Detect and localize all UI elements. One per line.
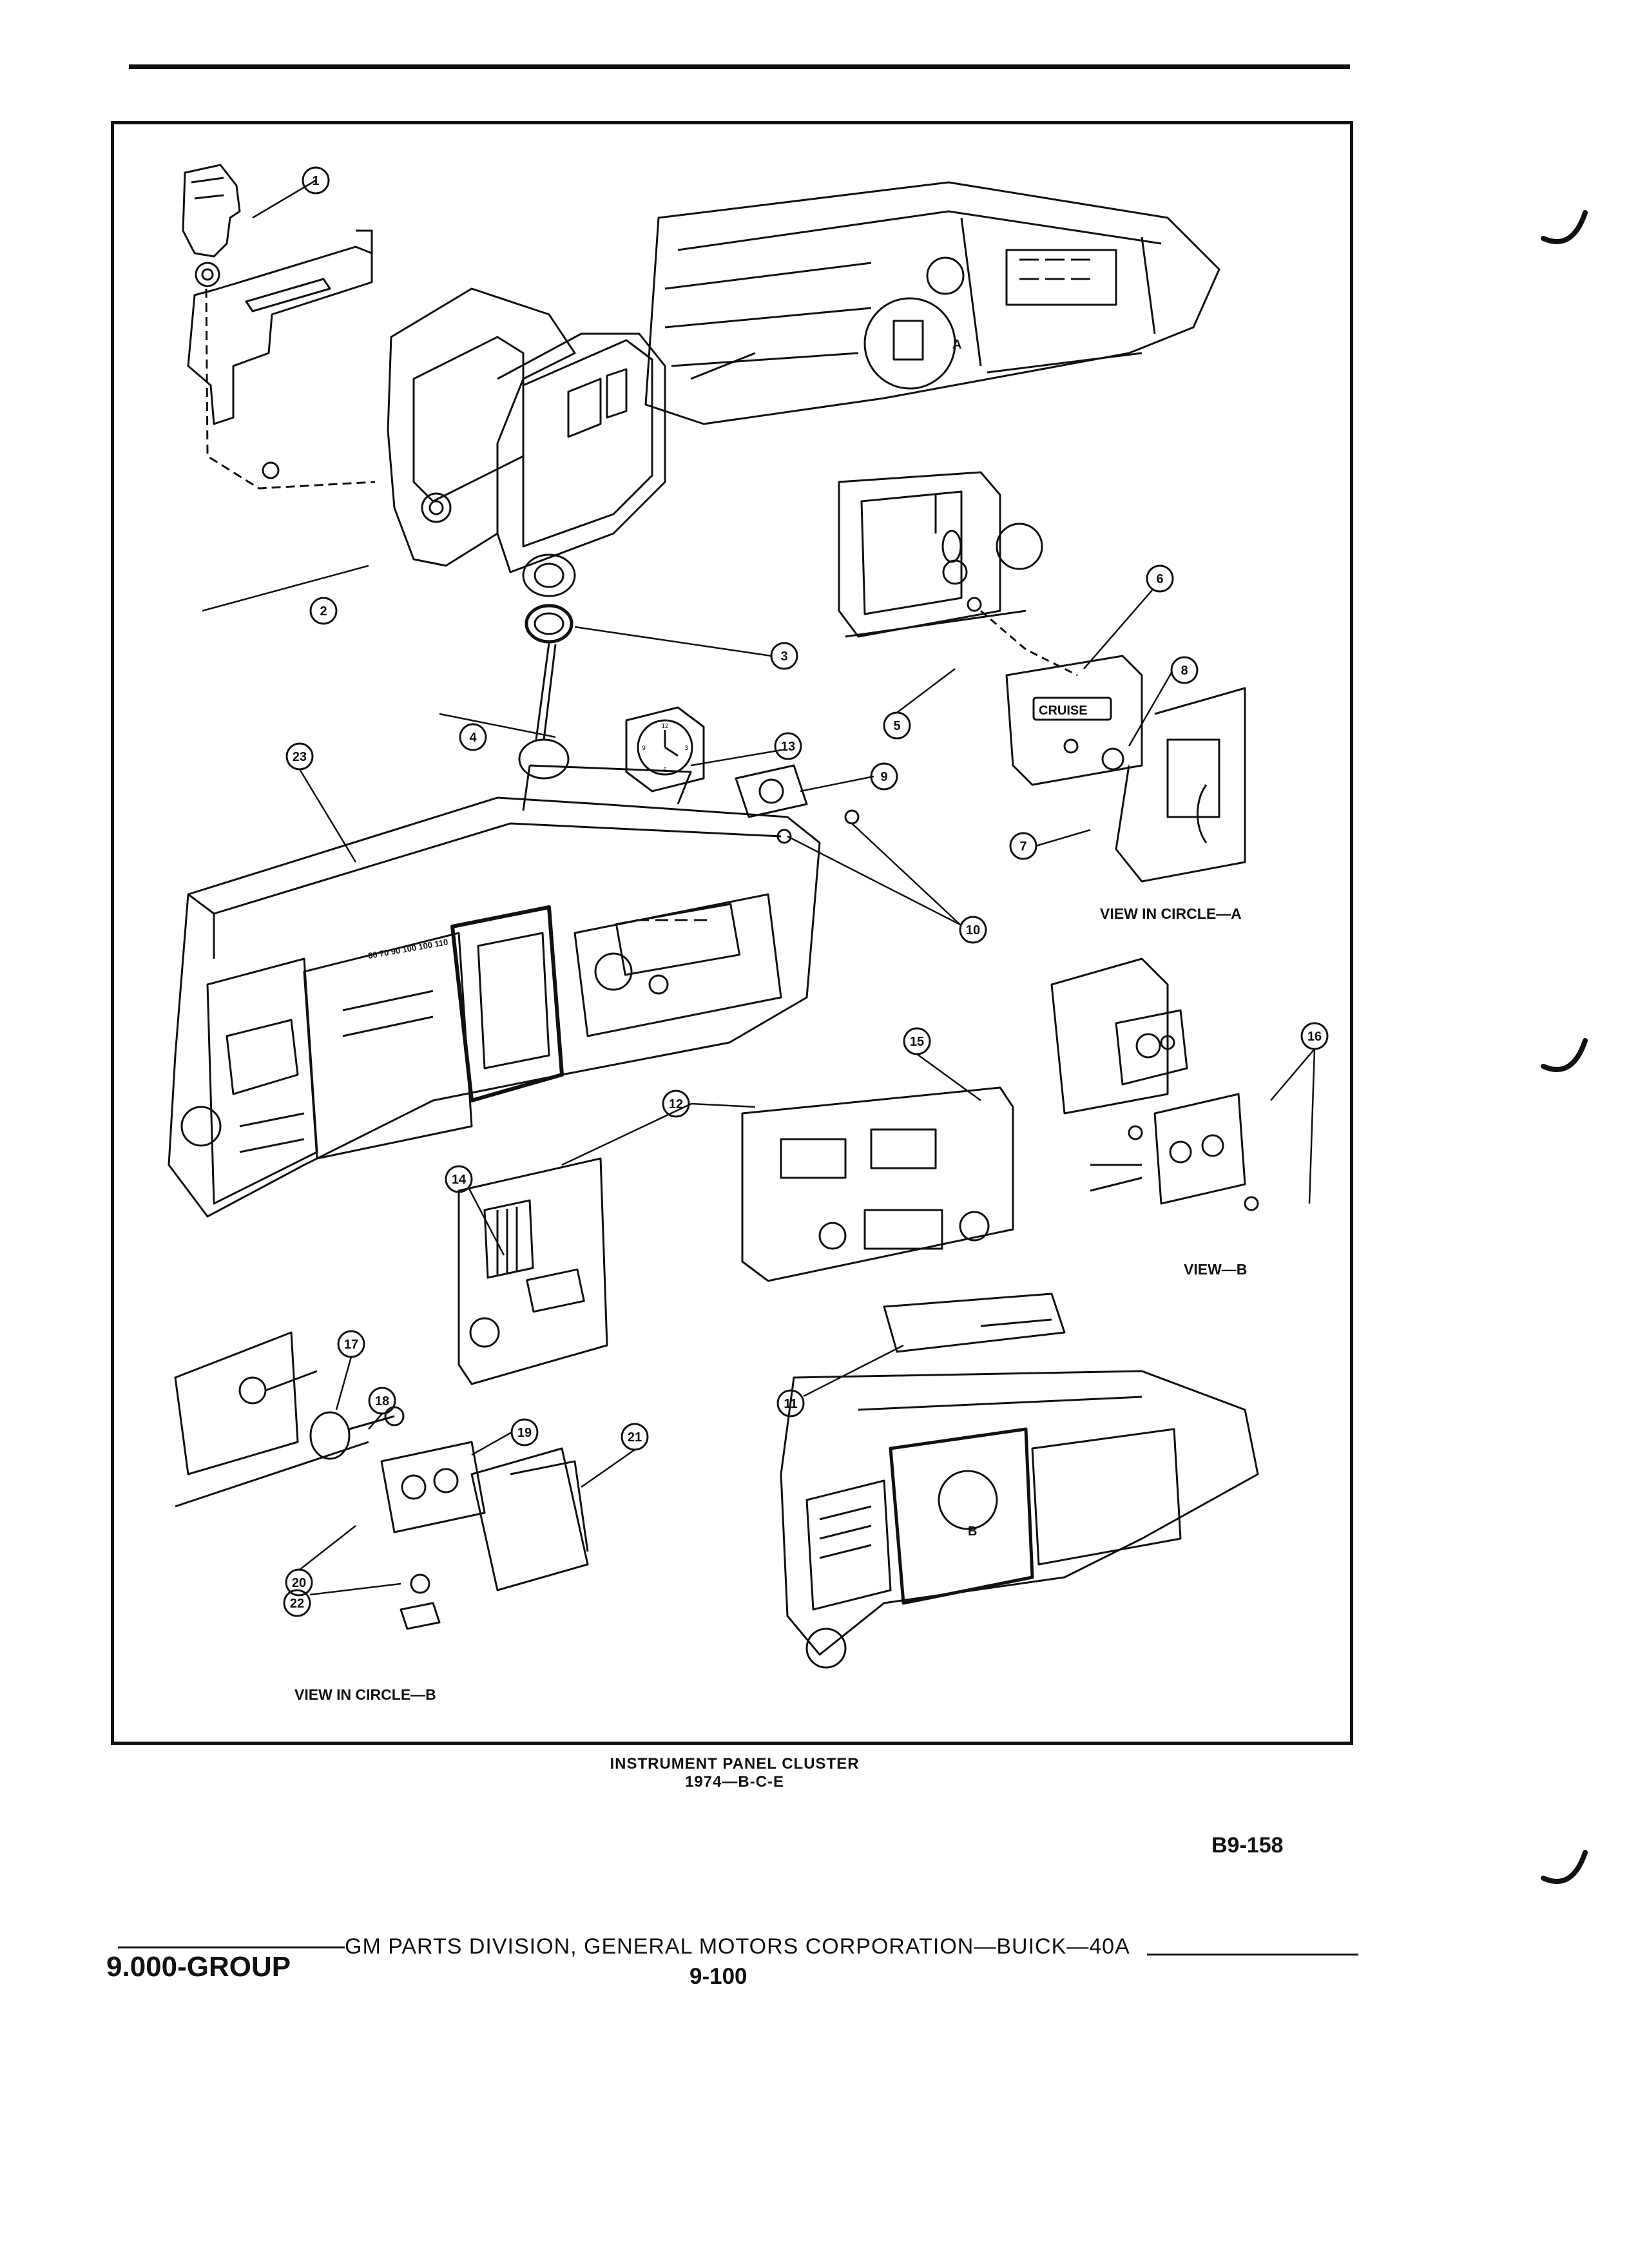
view-circle-a-label: VIEW IN CIRCLE—A [1100, 905, 1242, 922]
view-b-drawing [1050, 957, 1259, 1211]
cruise-switch-drawing [838, 471, 1246, 883]
clock-numeral-3: 3 [684, 745, 688, 752]
callout-23: 23 [293, 750, 307, 764]
binder-hook-middle [1541, 1038, 1588, 1072]
clock-numeral-9: 9 [642, 745, 646, 752]
binder-hook-top [1541, 210, 1588, 244]
callout-2: 2 [320, 604, 327, 619]
footer-rule-right [1147, 1954, 1358, 1956]
callout-3: 3 [780, 649, 787, 664]
exploded-view-diagram: 1 2 3 4 5 6 7 8 9 10 11 12 13 14 15 16 1… [168, 164, 1329, 1703]
callout-4: 4 [469, 731, 477, 745]
view-circle-b-label: VIEW IN CIRCLE—B [294, 1686, 436, 1703]
clock-face-numerals: 12 3 6 9 [642, 723, 688, 774]
view-b-label: VIEW—B [1184, 1261, 1247, 1278]
clock-numeral-6: 6 [663, 767, 667, 774]
callout-10: 10 [966, 923, 980, 937]
cruise-label: CRUISE [1039, 704, 1088, 718]
callout-1: 1 [312, 174, 319, 188]
figure-code: B9-158 [1211, 1833, 1284, 1858]
callout-15: 15 [910, 1035, 924, 1049]
callout-9: 9 [880, 770, 887, 784]
nameplate-drawing [883, 1293, 1066, 1353]
steering-bracket-drawing [182, 164, 376, 490]
binder-hook-bottom [1541, 1850, 1588, 1884]
clock-assembly-drawing [625, 706, 860, 844]
callout-21: 21 [628, 1430, 642, 1445]
dash-overview-drawing [644, 181, 1220, 425]
callout-13: 13 [781, 740, 795, 754]
callout-6: 6 [1156, 572, 1163, 586]
callout-16: 16 [1307, 1030, 1322, 1044]
callout-5: 5 [893, 719, 900, 733]
clock-numeral-12: 12 [661, 723, 669, 730]
callout-numbers: 1 2 3 4 5 6 7 8 9 10 11 12 13 14 15 16 1… [290, 174, 1322, 1611]
callout-12: 12 [669, 1097, 683, 1111]
footer-rule-left [118, 1946, 345, 1948]
callout-19: 19 [517, 1426, 532, 1440]
instrument-panel-drawing [168, 764, 821, 1218]
marker-a: A [952, 338, 961, 352]
callout-8: 8 [1181, 664, 1188, 678]
footer-group: 9.000-GROUP [106, 1951, 291, 1983]
caption-title: INSTRUMENT PANEL CLUSTER [610, 1755, 860, 1773]
caption-subtitle: 1974—B-C-E [684, 1773, 785, 1791]
callout-22: 22 [290, 1597, 304, 1611]
callout-circles [283, 166, 1329, 1617]
callout-20: 20 [292, 1576, 306, 1590]
marker-b: B [968, 1524, 977, 1539]
callout-11: 11 [784, 1397, 797, 1411]
dash-lower-view-drawing [780, 1370, 1259, 1669]
top-rule [129, 64, 1350, 69]
wiper-switch-drawing [174, 1331, 589, 1630]
callout-14: 14 [452, 1173, 467, 1187]
bezel-right-drawing [741, 1086, 1014, 1282]
callout-18: 18 [375, 1394, 389, 1408]
headlamp-switch-drawing [387, 287, 756, 780]
footer-page-number: 9-100 [689, 1964, 747, 1989]
diagram-frame [111, 121, 1353, 1745]
footer-publisher: GM PARTS DIVISION, GENERAL MOTORS CORPOR… [345, 1934, 1130, 1959]
callout-7: 7 [1019, 840, 1027, 854]
leader-lines [202, 179, 1316, 1596]
callout-17: 17 [344, 1338, 358, 1352]
